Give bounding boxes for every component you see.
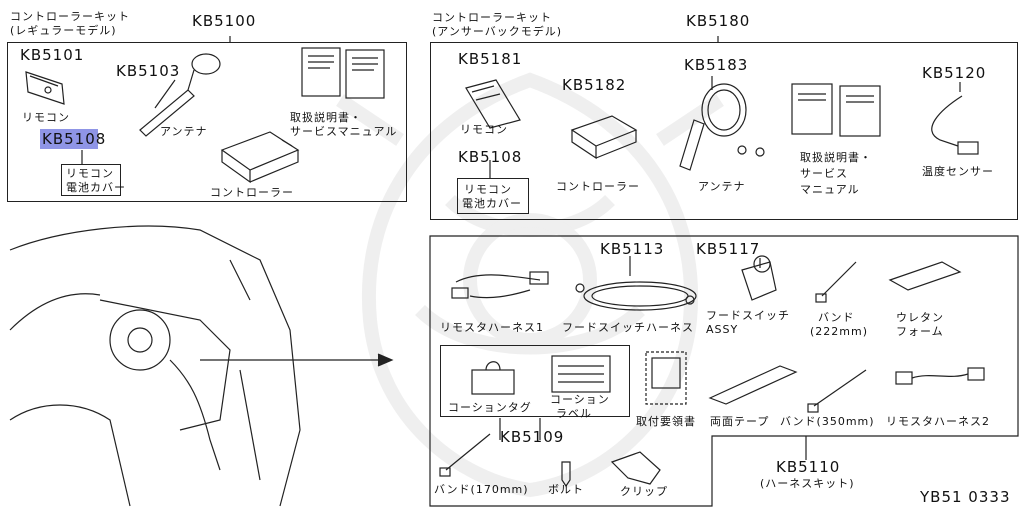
clip-label: クリップ [620,485,668,498]
answerback-cover-label-1: リモコン [464,183,512,196]
caution-label-label-2: ラベル [556,407,592,420]
regular-cover-label-2: 電池カバー [66,181,126,194]
regular-kit-code: KB5100 [192,12,257,30]
double-tape-label: 両面テープ [710,415,770,428]
answerback-remote-label: リモコン [460,123,508,136]
answerback-cover-code: KB5108 [458,148,523,166]
regular-antenna-label: アンテナ [160,125,208,138]
regular-antenna-code: KB5103 [116,62,181,80]
answerback-sensor-label: 温度センサー [922,165,994,178]
hood-switch-harness-label: フードスイッチハーネス [562,321,694,334]
watermark-emblem [336,72,724,498]
bolt-label: ボルト [548,483,584,496]
figure-id: YB51 0333 [920,488,1011,506]
harness-kit-code: KB5110 [776,458,841,476]
remote-harness-2-label: リモスタハーネス2 [886,415,990,428]
answerback-controller-code: KB5182 [562,76,627,94]
regular-controller-label: コントローラー [210,186,294,199]
caution-group-box [440,345,630,417]
answerback-cover-label-2: 電池カバー [462,197,522,210]
answerback-kit-title-2: (アンサーバックモデル) [432,25,563,38]
band-222-label-1: バンド [818,311,855,324]
hood-switch-code: KB5117 [696,240,761,258]
caution-label-label-1: コーション [550,393,610,406]
band-222-label-2: (222mm) [810,325,869,338]
answerback-manual-label-3: マニュアル [800,183,860,196]
regular-manual-label-2: サービスマニュアル [290,125,398,138]
regular-kit-title-1: コントローラーキット [10,10,130,23]
hood-switch-label-1: フードスイッチ [706,309,790,322]
caution-tag-label: コーションタグ [448,401,532,414]
answerback-manual-label-2: サービス [800,167,848,180]
answerback-manual-label-1: 取扱説明書・ [800,151,872,164]
answerback-kit-title-1: コントローラーキット [432,11,552,24]
urethane-label-1: ウレタン [896,311,944,324]
answerback-kit-box [430,42,1018,220]
answerback-remote-code: KB5181 [458,50,523,68]
answerback-antenna-label: アンテナ [698,180,746,193]
harness-cover-box-right [457,178,529,214]
regular-cover-code: KB5108 [42,130,107,148]
answerback-controller-label: コントローラー [556,180,640,193]
answerback-antenna-code: KB5183 [684,56,749,74]
regular-kit-title-2: (レギュラーモデル) [10,24,117,37]
harness-cover-box-left [61,164,121,196]
answerback-kit-code: KB5180 [686,12,751,30]
install-guide-label: 取付要領書 [636,415,696,428]
caution-group-code: KB5109 [500,428,565,446]
hood-harness-code: KB5113 [600,240,665,258]
hood-switch-label-2: ASSY [706,323,739,336]
highlight-kb5108 [40,129,98,149]
harness-kit-outline [429,235,1019,507]
regular-cover-label-1: リモコン [66,167,114,180]
band-170-label: バンド(170mm) [434,483,529,496]
regular-remote-label: リモコン [22,111,70,124]
harness-kit-label: (ハーネスキット) [760,477,855,490]
regular-remote-code: KB5101 [20,46,85,64]
regular-kit-box [7,42,407,202]
band-350-label: バンド(350mm) [780,415,875,428]
urethane-label-2: フォーム [896,325,944,338]
answerback-sensor-code: KB5120 [922,64,987,82]
regular-manual-label-1: 取扱説明書・ [290,111,362,124]
remote-harness-1-label: リモスタハーネス1 [440,321,544,334]
